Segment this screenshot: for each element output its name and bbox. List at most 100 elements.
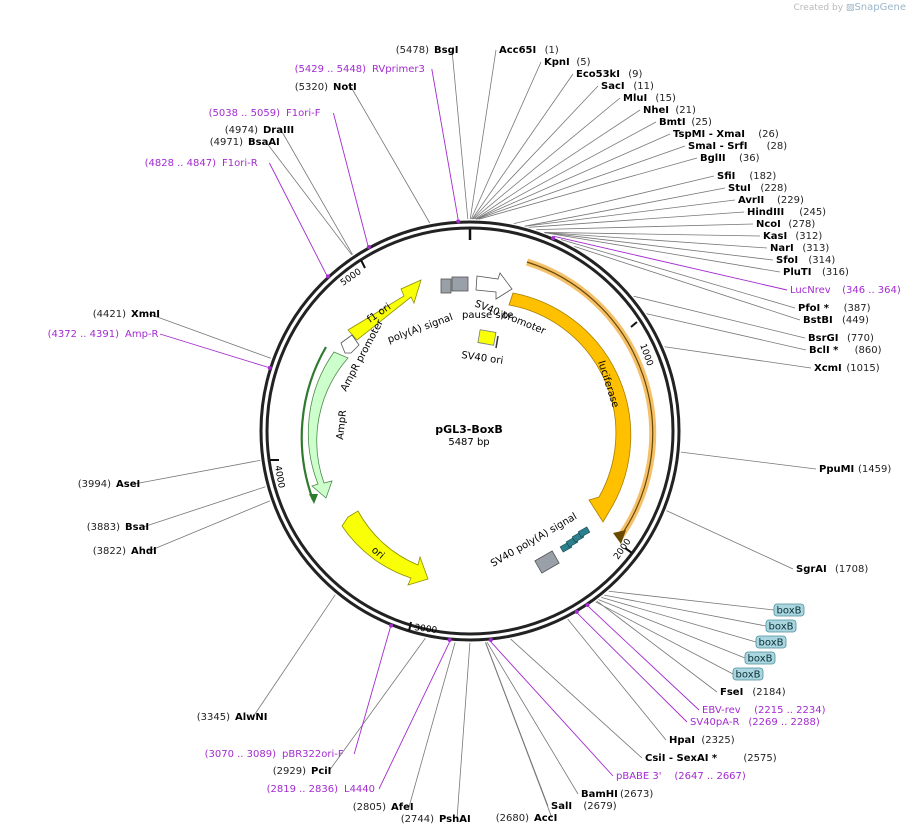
enzyme-line-avrii [524, 199, 736, 227]
enzyme-name: NcoI [756, 219, 781, 230]
boxb-badge-box [755, 635, 787, 649]
sv40-polya-label: SV40 poly(A) signal [489, 511, 579, 569]
pause-site-feature[interactable] [451, 276, 469, 292]
enzyme-name: BstBI [803, 315, 833, 326]
luciferase-feature[interactable] [508, 292, 632, 523]
primer-ebv-rev[interactable]: EBV-rev(2215 .. 2234) [702, 705, 826, 716]
primer-lucnrev[interactable]: LucNrev(346 .. 364) [790, 285, 901, 296]
enzyme-site-avrii[interactable]: AvrII(229) [738, 195, 804, 206]
enzyme-site-ahdi[interactable]: (3822)AhdI [93, 546, 157, 557]
amp-r-feature[interactable] [307, 351, 349, 499]
primer-range: (2269 .. 2288) [748, 717, 820, 728]
enzyme-site-pcii[interactable]: (2929)PciI [273, 766, 332, 777]
enzyme-site-csii-sexai[interactable]: CsiI - SexAI *(2575) [645, 753, 777, 764]
enzyme-name: AseI [116, 479, 140, 490]
enzyme-site-nhei[interactable]: NheI(21) [643, 105, 696, 116]
enzyme-site-xcmi[interactable]: XcmI(1015) [814, 363, 880, 374]
enzyme-site-asei[interactable]: (3994) AseI [78, 479, 140, 490]
enzyme-site-bsrgi[interactable]: BsrGI(770) [808, 333, 874, 344]
primer-name: L4440 [344, 784, 375, 795]
enzyme-site-kpni[interactable]: KpnI(5) [544, 57, 591, 68]
boxb-line [608, 590, 775, 611]
enzyme-line-mlui [473, 97, 621, 220]
sv40-promoter-feature[interactable] [475, 272, 513, 300]
enzyme-site-xmni[interactable]: (4421)XmnI [93, 309, 160, 320]
enzyme-site-pluti[interactable]: PluTI (316) [783, 267, 849, 278]
enzyme-line-draiii [280, 129, 353, 255]
enzyme-name: BmtI [659, 117, 686, 128]
enzyme-site-bamhi[interactable]: BamHI(2673) [581, 789, 653, 800]
boxb-badge[interactable]: boxB [773, 603, 805, 617]
primer-l4440[interactable]: (2819 .. 2836)L4440 [267, 784, 375, 795]
enzyme-position: (316) [822, 267, 849, 278]
enzyme-line-acc65i [469, 49, 497, 220]
enzyme-site-bglii[interactable]: BglII(36) [700, 153, 760, 164]
enzyme-site-draiii[interactable]: (4974)DraIII [225, 125, 294, 136]
enzyme-name: PpuMI [819, 464, 854, 475]
svg-text:4000: 4000 [272, 465, 286, 490]
boxb-badge[interactable]: boxB [765, 619, 797, 633]
enzyme-site-bsaai[interactable]: (4971)BsaAI [210, 137, 280, 148]
boxb-badge-box [765, 619, 797, 633]
primer-f1ori-f[interactable]: (5038 .. 5059)F1ori-F [209, 108, 321, 119]
amp-r-promoter-feature[interactable] [340, 334, 360, 354]
enzyme-position: (9) [628, 69, 642, 80]
enzyme-name: FseI [720, 687, 743, 698]
boxb-line [601, 597, 757, 643]
enzyme-site-noti[interactable]: (5320)NotI [295, 82, 357, 93]
enzyme-site-pfoi[interactable]: PfoI *(387) [798, 303, 871, 314]
svg-text:3000: 3000 [414, 623, 438, 636]
enzyme-site-acci[interactable]: (2680)AccI [496, 813, 558, 824]
enzyme-site-sali[interactable]: SalI(2679) [551, 801, 617, 812]
enzyme-site-sfii[interactable]: SfiI(182) [717, 171, 776, 182]
enzyme-line-ahdi [148, 500, 270, 552]
boxb-badge[interactable]: boxB [732, 667, 764, 681]
enzyme-site-bstbi[interactable]: BstBI(449) [803, 315, 869, 326]
primer-rvprimer3[interactable]: (5429 .. 5448)RVprimer3 [295, 64, 425, 75]
enzyme-site-ppumi[interactable]: PpuMI(1459) [819, 464, 891, 475]
f1-ori-feature[interactable] [347, 279, 422, 341]
primer-pbr322ori-f[interactable]: (3070 .. 3089)pBR322ori-F [205, 749, 344, 760]
enzyme-site-sfoi[interactable]: SfoI(314) [776, 255, 835, 266]
enzyme-site-eco53ki[interactable]: Eco53kI(9) [576, 69, 642, 80]
enzyme-site-alwni[interactable]: (3345)AlwNI [197, 712, 268, 723]
polya-signal-feature[interactable] [440, 278, 452, 294]
boxb-badge[interactable]: boxB [755, 635, 787, 649]
enzyme-site-mlui[interactable]: MluI(15) [623, 93, 676, 104]
enzyme-site-bsgi[interactable]: (5478)BsgI [396, 45, 459, 56]
enzyme-position: (3994) [78, 479, 111, 490]
sv40-ori-feature[interactable] [477, 329, 497, 346]
boxb-line [595, 601, 734, 675]
primer-f1ori-r[interactable]: (4828 .. 4847)F1ori-R [145, 158, 258, 169]
enzyme-line-xcmi [664, 346, 812, 369]
primer-pbabe-3[interactable]: pBABE 3'(2647 .. 2667) [616, 771, 746, 782]
enzyme-site-hpai[interactable]: HpaI(2325) [669, 735, 735, 746]
enzyme-site-hindiii[interactable]: HindIII(245) [747, 207, 826, 218]
enzyme-site-sgrai[interactable]: SgrAI(1708) [796, 564, 868, 575]
enzyme-site-ncoi[interactable]: NcoI(278) [756, 219, 815, 230]
enzyme-site-stui[interactable]: StuI(228) [728, 183, 787, 194]
enzyme-site-kasi[interactable]: KasI(312) [763, 231, 822, 242]
enzyme-site-tspmi-xmai[interactable]: TspMI - XmaI(26) [673, 129, 779, 140]
enzyme-site-pshai[interactable]: (2744)PshAI [401, 814, 471, 825]
enzyme-site-bmti[interactable]: BmtI(25) [659, 117, 712, 128]
primer-sv40pa-r[interactable]: SV40pA-R(2269 .. 2288) [690, 717, 820, 728]
enzyme-site-bsai[interactable]: (3883)BsaI [87, 522, 149, 533]
enzyme-site-fsei[interactable]: FseI(2184) [720, 687, 786, 698]
primer-amp-r[interactable]: (4372 .. 4391)Amp-R [48, 329, 159, 340]
boxb-badge-label: boxB [769, 622, 794, 633]
enzyme-line-alwni [252, 594, 336, 718]
enzyme-name: PluTI [783, 267, 811, 278]
enzyme-site-bcli[interactable]: BclI *(860) [809, 345, 882, 356]
primer-name: LucNrev [790, 285, 831, 296]
enzyme-site-nari[interactable]: NarI(313) [770, 243, 829, 254]
enzyme-site-smai-srfi[interactable]: SmaI - SrfI(28) [688, 141, 787, 152]
enzyme-site-afei[interactable]: (2805)AfeI [353, 802, 414, 813]
sv40-polya-feature[interactable] [534, 550, 560, 574]
enzyme-site-saci[interactable]: SacI(11) [601, 81, 654, 92]
boxb-badge[interactable]: boxB [744, 651, 776, 665]
enzyme-line-bstbi [574, 246, 801, 321]
ori-feature[interactable] [341, 510, 429, 586]
enzyme-site-acc65i[interactable]: Acc65I(1) [499, 45, 559, 56]
enzyme-position: (312) [795, 231, 822, 242]
